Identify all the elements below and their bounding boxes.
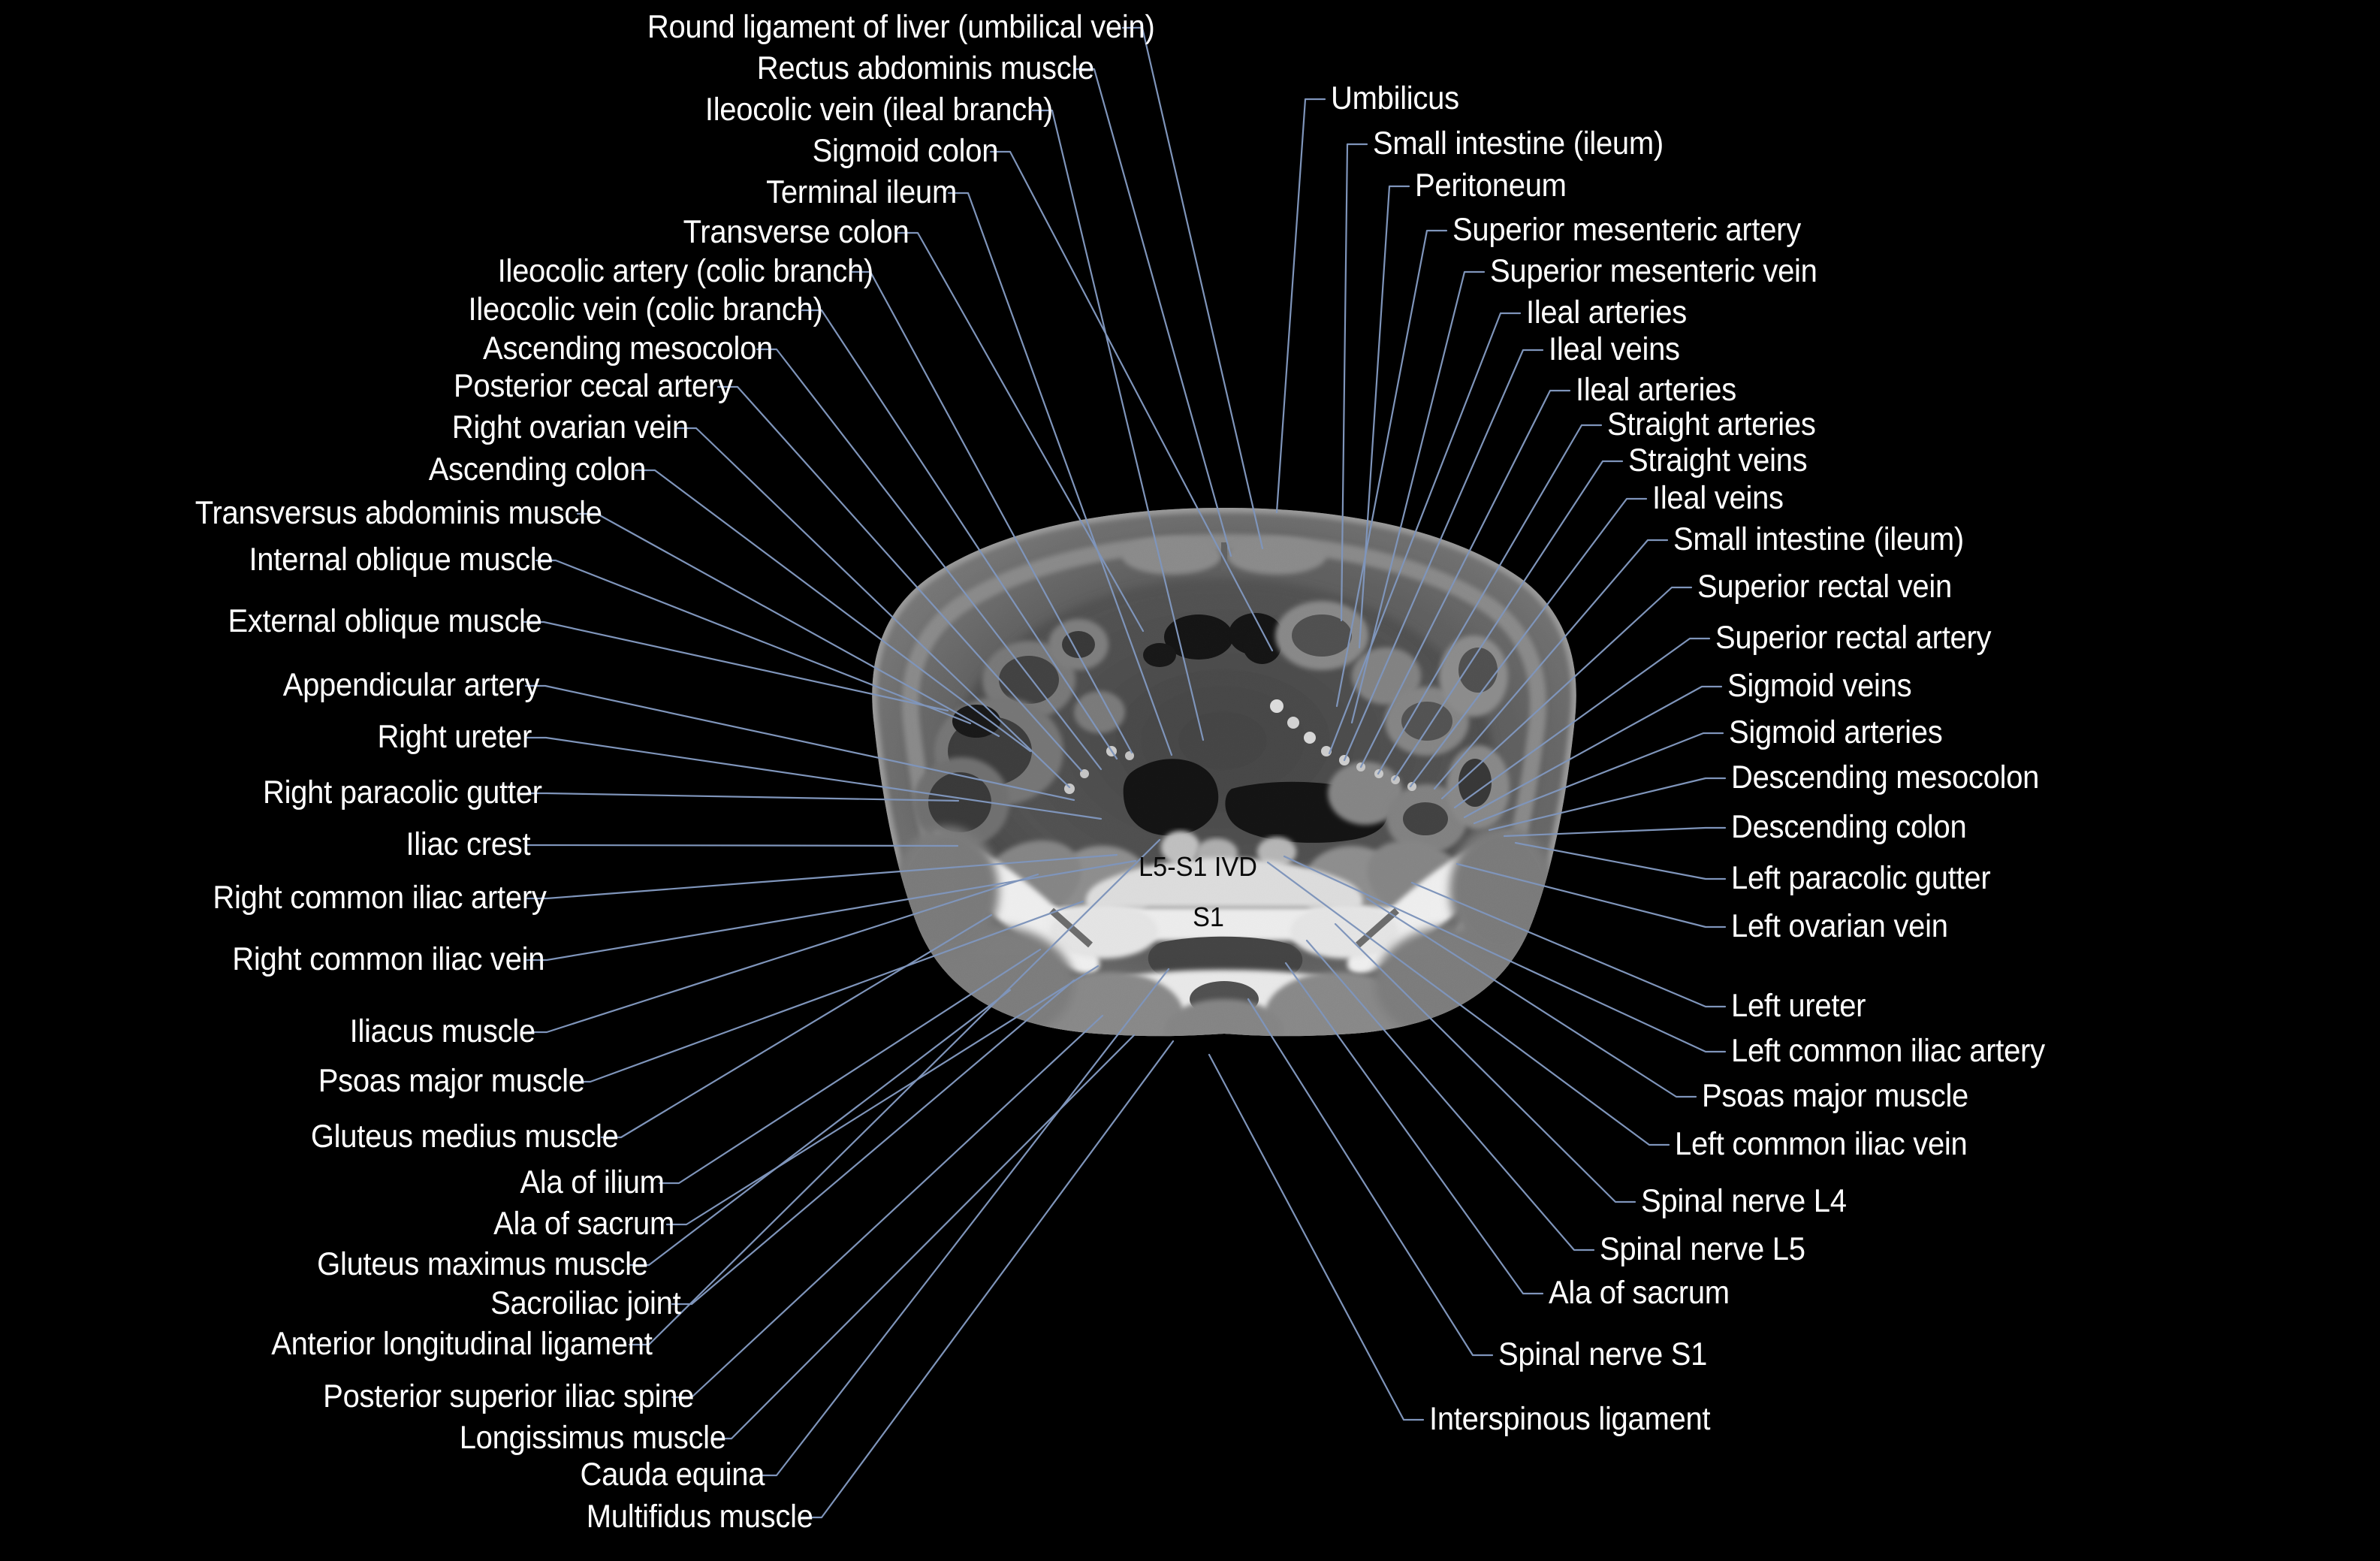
annotation-label: Left ureter: [1731, 988, 1866, 1024]
annotation-label: Right ovarian vein: [451, 409, 689, 445]
annotation-label: Right paracolic gutter: [263, 774, 542, 811]
in-image-label: S1: [1192, 901, 1224, 932]
annotation-label: Terminal ileum: [766, 174, 958, 210]
annotation-label: Ileal arteries: [1526, 294, 1687, 331]
annotation-label: Spinal nerve L5: [1600, 1231, 1805, 1267]
annotation-label: Umbilicus: [1331, 80, 1459, 116]
annotation-label: Ileal veins: [1549, 331, 1680, 367]
annotation-label: Multifidus muscle: [586, 1499, 813, 1535]
in-image-label: L5-S1 IVD: [1139, 851, 1257, 882]
annotation-label: Spinal nerve S1: [1498, 1336, 1708, 1372]
annotation-label: Gluteus maximus muscle: [317, 1246, 649, 1282]
annotation-label: Ala of sacrum: [1549, 1275, 1730, 1311]
annotation-label: Descending colon: [1731, 809, 1967, 845]
annotation-label: Rectus abdominis muscle: [756, 50, 1094, 86]
annotation-label: Iliac crest: [406, 826, 531, 862]
annotation-label: Left common iliac artery: [1731, 1033, 2045, 1069]
annotation-label: Ascending mesocolon: [483, 331, 774, 367]
annotation-label: Ascending colon: [428, 451, 646, 488]
annotation-label: Right common iliac vein: [232, 941, 545, 977]
annotation-label: Superior mesenteric artery: [1452, 212, 1801, 248]
annotation-label: Left common iliac vein: [1675, 1126, 1968, 1162]
annotation-label: Ala of sacrum: [493, 1206, 675, 1242]
annotation-label: Sigmoid veins: [1727, 668, 1912, 704]
annotation-label: External oblique muscle: [228, 603, 542, 639]
annotation-label: Straight arteries: [1607, 406, 1816, 442]
annotation-label: Psoas major muscle: [1702, 1078, 1969, 1114]
annotation-label: Left ovarian vein: [1731, 908, 1948, 944]
annotation-label: Gluteus medius muscle: [311, 1119, 619, 1155]
annotation-label: Superior rectal artery: [1715, 620, 1992, 656]
annotation-label: Anterior longitudinal ligament: [270, 1326, 653, 1362]
annotation-label: Internal oblique muscle: [249, 542, 554, 578]
annotation-label: Straight veins: [1628, 442, 1808, 479]
annotation-label: Sigmoid arteries: [1729, 714, 1943, 750]
annotation-label: Right common iliac artery: [213, 880, 547, 916]
annotation-label: Psoas major muscle: [318, 1063, 585, 1099]
annotation-label: Transverse colon: [683, 214, 909, 250]
annotation-label: Ala of ilium: [520, 1164, 665, 1200]
annotation-label: Posterior superior iliac spine: [323, 1378, 695, 1415]
annotation-label: Superior rectal vein: [1697, 569, 1952, 605]
annotation-label: Small intestine (ileum): [1673, 521, 1964, 557]
annotation-label: Sigmoid colon: [813, 133, 999, 169]
annotation-label: Ileal veins: [1652, 480, 1784, 516]
annotation-label: Cauda equina: [580, 1457, 765, 1493]
annotation-label: Posterior cecal artery: [454, 368, 733, 404]
annotation-label: Ileocolic vein (ileal branch): [704, 92, 1053, 128]
annotation-label: Descending mesocolon: [1731, 759, 2040, 796]
annotation-label: Peritoneum: [1415, 168, 1567, 204]
annotation-label: Round ligament of liver (umbilical vein): [647, 9, 1155, 45]
annotation-label: Spinal nerve L4: [1641, 1183, 1847, 1219]
annotation-label: Ileocolic vein (colic branch): [468, 291, 823, 328]
annotation-label: Interspinous ligament: [1429, 1401, 1711, 1437]
annotation-label: Longissimus muscle: [459, 1420, 726, 1456]
annotation-label: Left paracolic gutter: [1731, 860, 1991, 896]
annotation-label: Ileocolic artery (colic branch): [497, 253, 873, 289]
annotation-label: Right ureter: [377, 719, 532, 755]
annotation-label: Ileal arteries: [1576, 372, 1736, 408]
annotation-label: Appendicular artery: [282, 667, 539, 703]
annotation-label: Transversus abdominis muscle: [195, 495, 602, 531]
annotation-label: Small intestine (ileum): [1373, 125, 1664, 162]
annotation-label: Iliacus muscle: [349, 1013, 535, 1049]
annotation-label: Superior mesenteric vein: [1490, 253, 1817, 289]
annotation-label: Sacroiliac joint: [490, 1285, 681, 1321]
